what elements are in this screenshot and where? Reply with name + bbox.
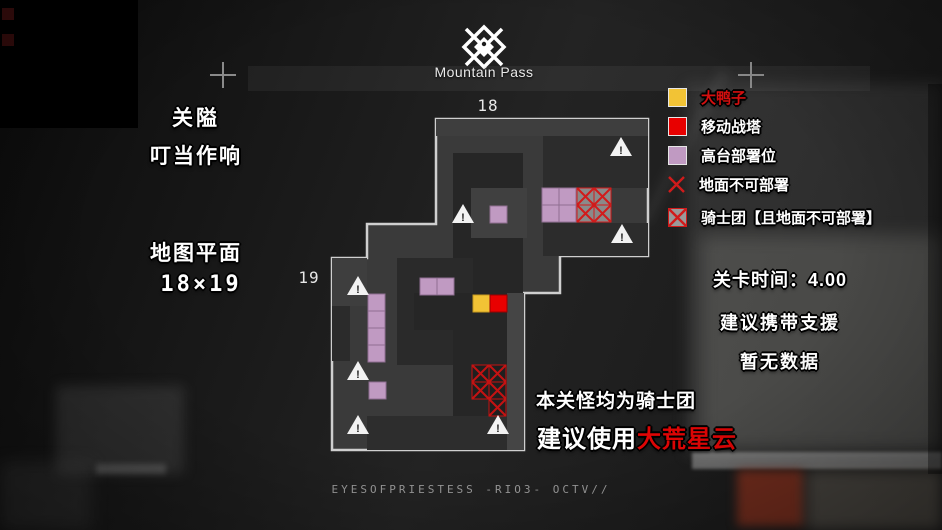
crosshair-plus-left-icon: [210, 62, 236, 88]
map-shade: [543, 223, 648, 256]
map-grid-label: 18: [477, 96, 498, 115]
map-cell: [367, 293, 386, 312]
map-cell: [367, 344, 386, 363]
map-cell: [541, 204, 560, 223]
note-line-2-prefix: 建议使用: [537, 426, 637, 453]
stage-name: Mountain Pass: [434, 64, 534, 80]
legend-row-duck: 大鸭子: [668, 87, 938, 107]
legend-row-no-deploy: 地面不可部署: [668, 175, 938, 194]
map-cell: [558, 204, 577, 223]
purple-square-icon: [668, 145, 687, 165]
warning-triangle-icon: [347, 276, 369, 295]
legend-label-highground: 高台部署位: [701, 147, 777, 165]
map-grid-label: 19: [298, 268, 319, 287]
map-cell: [368, 381, 387, 400]
legend-row-highground: 高台部署位: [668, 145, 938, 165]
stage-type-label: 关隘: [172, 107, 220, 130]
note-line-1: 本关怪均为骑士团: [536, 391, 697, 412]
warning-triangle-icon: [452, 204, 474, 223]
map-cell: [541, 187, 560, 206]
warning-triangle-icon: [347, 361, 369, 380]
bg-small-highlight: [96, 464, 166, 474]
bg-left-bottom-block: [56, 386, 184, 474]
watermark: EYESOFPRIESTESS -RIO3- OCTV//: [331, 483, 611, 496]
gray-x-square-icon: [668, 207, 687, 227]
crosshair-plus-right-icon: [738, 62, 764, 88]
map-plane-label: 地图平面: [150, 242, 242, 265]
stage-map: !!!!!!! 18 19: [298, 96, 650, 452]
map-shade: [436, 119, 648, 136]
bg-marker-square-1: [2, 8, 14, 20]
map-cell: [419, 277, 438, 296]
svg-text:!: !: [356, 423, 360, 435]
legend-label-mobile-tower: 移动战塔: [701, 118, 762, 136]
legend-row-mobile-tower: 移动战塔: [668, 116, 938, 136]
legend-label-duck: 大鸭子: [701, 89, 747, 107]
crossed-swords-diamond-icon: [461, 24, 507, 70]
map-cell: [489, 205, 508, 224]
svg-text:!: !: [356, 369, 360, 381]
map-cell: [436, 277, 455, 296]
note-line-2: 建议使用大荒星云: [537, 419, 737, 454]
warning-triangle-icon: [611, 224, 633, 243]
warning-triangle-icon: [610, 137, 632, 156]
map-cell: [472, 294, 491, 313]
map-shade: [507, 293, 524, 450]
bg-tan-block: [806, 470, 942, 530]
no-data-label: 暂无数据: [740, 352, 820, 372]
note-line-2-highlight: 大荒星云: [637, 426, 737, 453]
warning-triangle-icon: [347, 415, 369, 434]
warning-triangle-icon: [487, 415, 509, 434]
svg-text:!: !: [461, 212, 465, 224]
legend-row-knights: 骑士团【且地面不可部署】: [668, 207, 938, 227]
red-square-icon: [668, 116, 687, 136]
svg-text:!: !: [619, 145, 623, 157]
map-shade: [332, 306, 350, 361]
svg-text:!: !: [496, 423, 500, 435]
bg-right-band: [692, 452, 942, 469]
bg-marker-square-2: [2, 34, 14, 46]
bg-red-block: [737, 470, 803, 526]
map-shade: [543, 136, 648, 188]
map-cell: [367, 327, 386, 346]
bg-black-topleft: [0, 0, 138, 128]
map-shade: [367, 416, 507, 450]
map-cell: [367, 310, 386, 329]
legend-label-knights: 骑士团【且地面不可部署】: [701, 209, 882, 227]
legend: 大鸭子 移动战塔 高台部署位 地面不可部署 骑士团【且地面不可部署】: [668, 87, 938, 227]
svg-text:!: !: [620, 232, 624, 244]
map-cell: [558, 187, 577, 206]
bg-left-corner-block: [0, 462, 92, 530]
support-advice-label: 建议携带支援: [720, 313, 840, 333]
stage-title-label: 叮当作响: [150, 145, 242, 168]
legend-label-no-deploy: 地面不可部署: [699, 176, 790, 194]
stage-time-label: 关卡时间：4.00: [712, 270, 848, 290]
map-shade: [332, 258, 367, 306]
svg-text:!: !: [356, 284, 360, 296]
yellow-square-icon: [668, 87, 687, 107]
map-size-label: 18×19: [160, 272, 242, 297]
map-cell: [489, 294, 508, 313]
red-x-icon: [668, 175, 685, 193]
